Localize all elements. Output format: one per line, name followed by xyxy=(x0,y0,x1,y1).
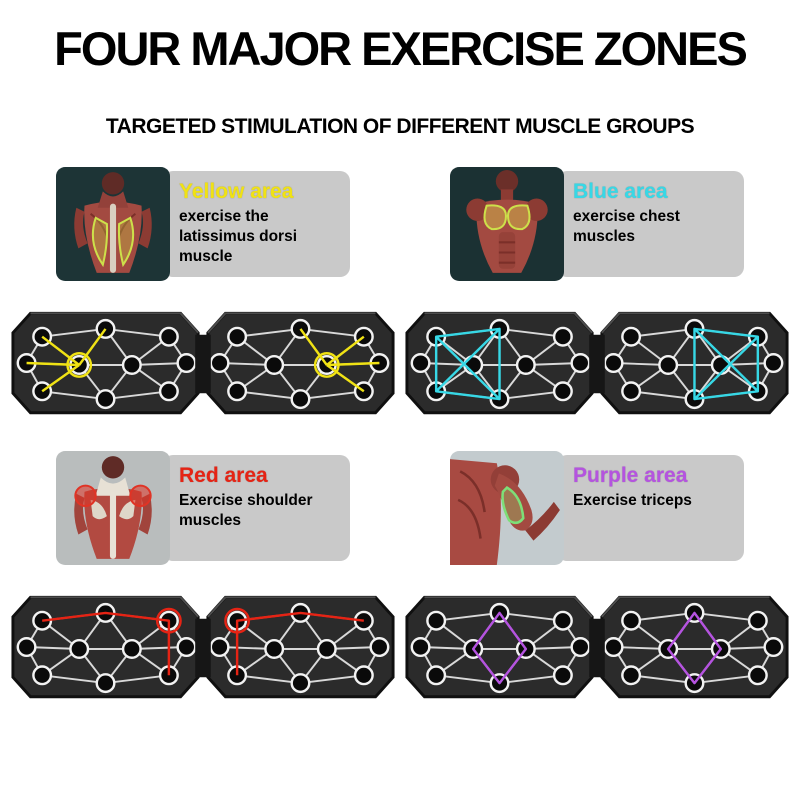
zone-label: Yellow area xyxy=(179,180,294,204)
board-hinge xyxy=(195,335,211,394)
zone-description: Exercise triceps xyxy=(573,492,692,510)
purple-zone-accent-lines xyxy=(471,612,723,685)
board-hinge xyxy=(195,619,211,678)
blue-zone-accent-lines xyxy=(434,328,760,401)
pushup-board-yellow xyxy=(11,312,395,415)
zone-label: Blue area xyxy=(573,180,668,204)
yellow-zone-accent-lines xyxy=(26,328,380,393)
back-lats-muscle-image xyxy=(56,167,170,282)
pushup-board-red xyxy=(11,596,395,699)
zone-info-box: Blue area exercise chest muscles xyxy=(557,171,744,278)
zone-cards-row-1: Yellow area exercise the latissimus dors… xyxy=(0,167,800,282)
red-zone-accent-lines xyxy=(42,608,364,676)
zone-description: exercise chest muscles xyxy=(573,208,680,246)
page-subtitle: TARGETED STIMULATION OF DIFFERENT MUSCLE… xyxy=(105,115,695,139)
zone-card-purple: Purple area Exercise triceps xyxy=(450,451,744,566)
boards-row-1 xyxy=(0,305,800,423)
board-hinge xyxy=(589,335,605,394)
zone-info-box: Yellow area exercise the latissimus dors… xyxy=(163,171,350,278)
zone-info-box: Purple area Exercise triceps xyxy=(557,455,744,562)
zone-description: exercise the latissimus dorsi muscle xyxy=(179,208,298,266)
triceps-muscle-image xyxy=(450,451,564,566)
zone-info-box: Red area Exercise shoulder muscles xyxy=(163,455,350,562)
shoulder-muscle-image xyxy=(56,451,170,566)
zone-card-yellow: Yellow area exercise the latissimus dors… xyxy=(56,167,350,282)
zone-label: Red area xyxy=(179,464,268,488)
page-title: FOUR MAJOR EXERCISE ZONES xyxy=(54,22,748,75)
chest-muscle-image xyxy=(450,167,564,282)
pushup-board-blue xyxy=(405,312,789,415)
pushup-board-purple xyxy=(405,596,789,699)
boards-row-2 xyxy=(0,589,800,707)
zone-cards-row-2: Red area Exercise shoulder muscles Purpl… xyxy=(0,451,800,566)
zone-description: Exercise shoulder muscles xyxy=(179,492,313,530)
zone-card-red: Red area Exercise shoulder muscles xyxy=(56,451,350,566)
board-hinge xyxy=(589,619,605,678)
zone-label: Purple area xyxy=(573,464,688,488)
zone-card-blue: Blue area exercise chest muscles xyxy=(450,167,744,282)
